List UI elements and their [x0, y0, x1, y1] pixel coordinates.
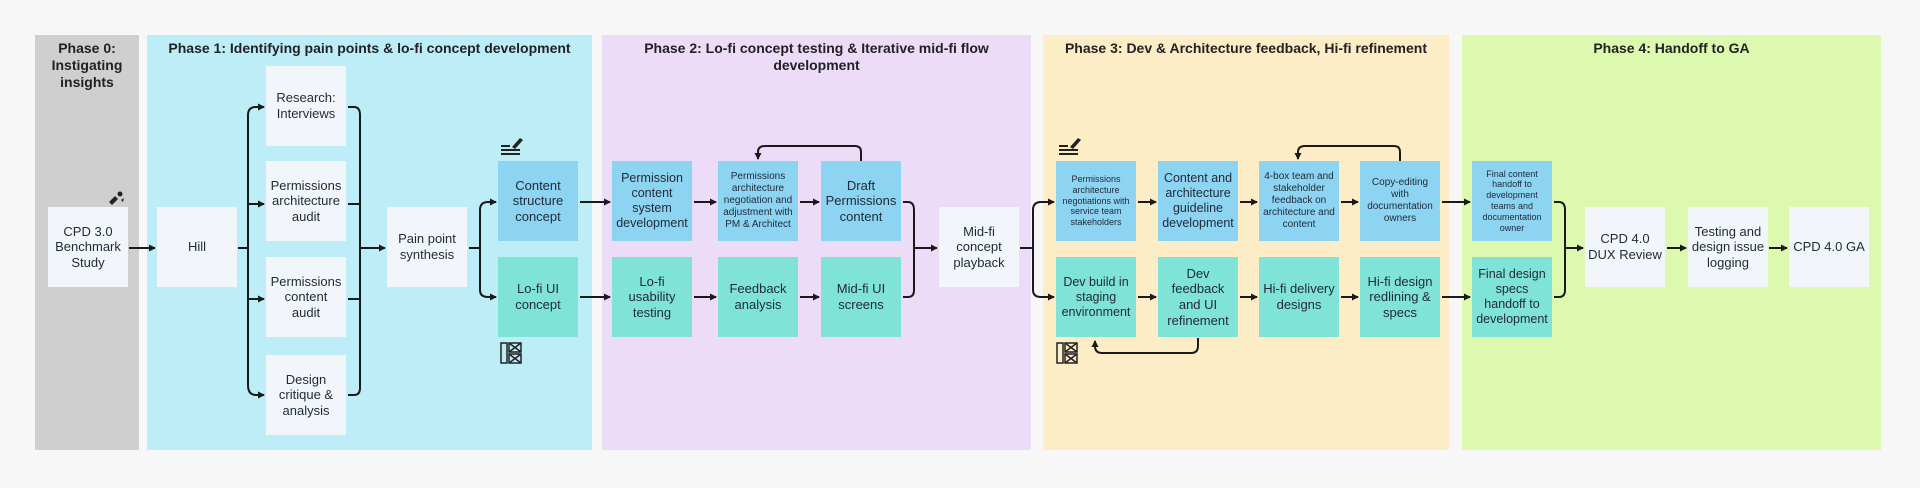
- node-perm-arch-service: Permissions architecture negotiations wi…: [1056, 161, 1136, 241]
- node-content-structure: Content structure concept: [498, 161, 578, 241]
- node-research-interviews: Research: Interviews: [266, 66, 346, 146]
- node-dux-review: CPD 4.0 DUX Review: [1585, 207, 1665, 287]
- phase-2-title: Phase 2: Lo-fi concept testing & Iterati…: [644, 40, 989, 73]
- node-lofi-ui: Lo-fi UI concept: [498, 257, 578, 337]
- node-hifi-delivery: Hi-fi delivery designs: [1259, 257, 1339, 337]
- node-final-specs-handoff: Final design specs handoff to developmen…: [1472, 257, 1552, 337]
- node-perm-arch-negotiation: Permissions architecture negotiation and…: [718, 161, 798, 241]
- node-dev-feedback: Dev feedback and UI refinement: [1158, 257, 1238, 337]
- node-pain-point-synthesis: Pain point synthesis: [387, 207, 467, 287]
- phase-3-panel: Phase 3: Dev & Architecture feedback, Hi…: [1043, 35, 1449, 450]
- node-perm-arch-audit: Permissions architecture audit: [266, 161, 346, 241]
- phase-3-title: Phase 3: Dev & Architecture feedback, Hi…: [1064, 40, 1428, 56]
- node-hifi-redlining: Hi-fi design redlining & specs: [1360, 257, 1440, 337]
- node-draft-permissions: Draft Permissions content: [821, 161, 901, 241]
- phase-1-title: Phase 1: Identifying pain points & lo-fi…: [168, 40, 571, 56]
- node-hill: Hill: [157, 207, 237, 287]
- node-dev-build: Dev build in staging environment: [1056, 257, 1136, 337]
- node-perm-content-audit: Permissions content audit: [266, 257, 346, 337]
- node-final-content-handoff: Final content handoff to development tea…: [1472, 161, 1552, 241]
- content-writing-icon: [1059, 138, 1081, 155]
- node-feedback-analysis: Feedback analysis: [718, 257, 798, 337]
- node-cpd30-benchmark: CPD 3.0 Benchmark Study: [48, 207, 128, 287]
- node-testing-logging: Testing and design issue logging: [1688, 207, 1768, 287]
- node-cpd40-ga: CPD 4.0 GA: [1789, 207, 1869, 287]
- ui-wireframe-icon: [500, 342, 522, 364]
- node-midfi-playback: Mid-fi concept playback: [939, 207, 1019, 287]
- ui-wireframe-icon: [1056, 342, 1078, 364]
- sparkle-icon: [109, 191, 124, 205]
- node-copy-editing: Copy-editing with documentation owners: [1360, 161, 1440, 241]
- node-midfi-screens: Mid-fi UI screens: [821, 257, 901, 337]
- node-content-guideline: Content and architecture guideline devel…: [1158, 161, 1238, 241]
- node-four-box-feedback: 4-box team and stakeholder feedback on a…: [1259, 161, 1339, 241]
- phase-0-title: Phase 0: Instigating insights: [51, 40, 123, 90]
- node-design-critique: Design critique & analysis: [266, 355, 346, 435]
- node-perm-content-system: Permission content system development: [612, 161, 692, 241]
- phase-4-title: Phase 4: Handoff to GA: [1593, 40, 1750, 56]
- content-writing-icon: [501, 138, 523, 155]
- node-lofi-usability: Lo-fi usability testing: [612, 257, 692, 337]
